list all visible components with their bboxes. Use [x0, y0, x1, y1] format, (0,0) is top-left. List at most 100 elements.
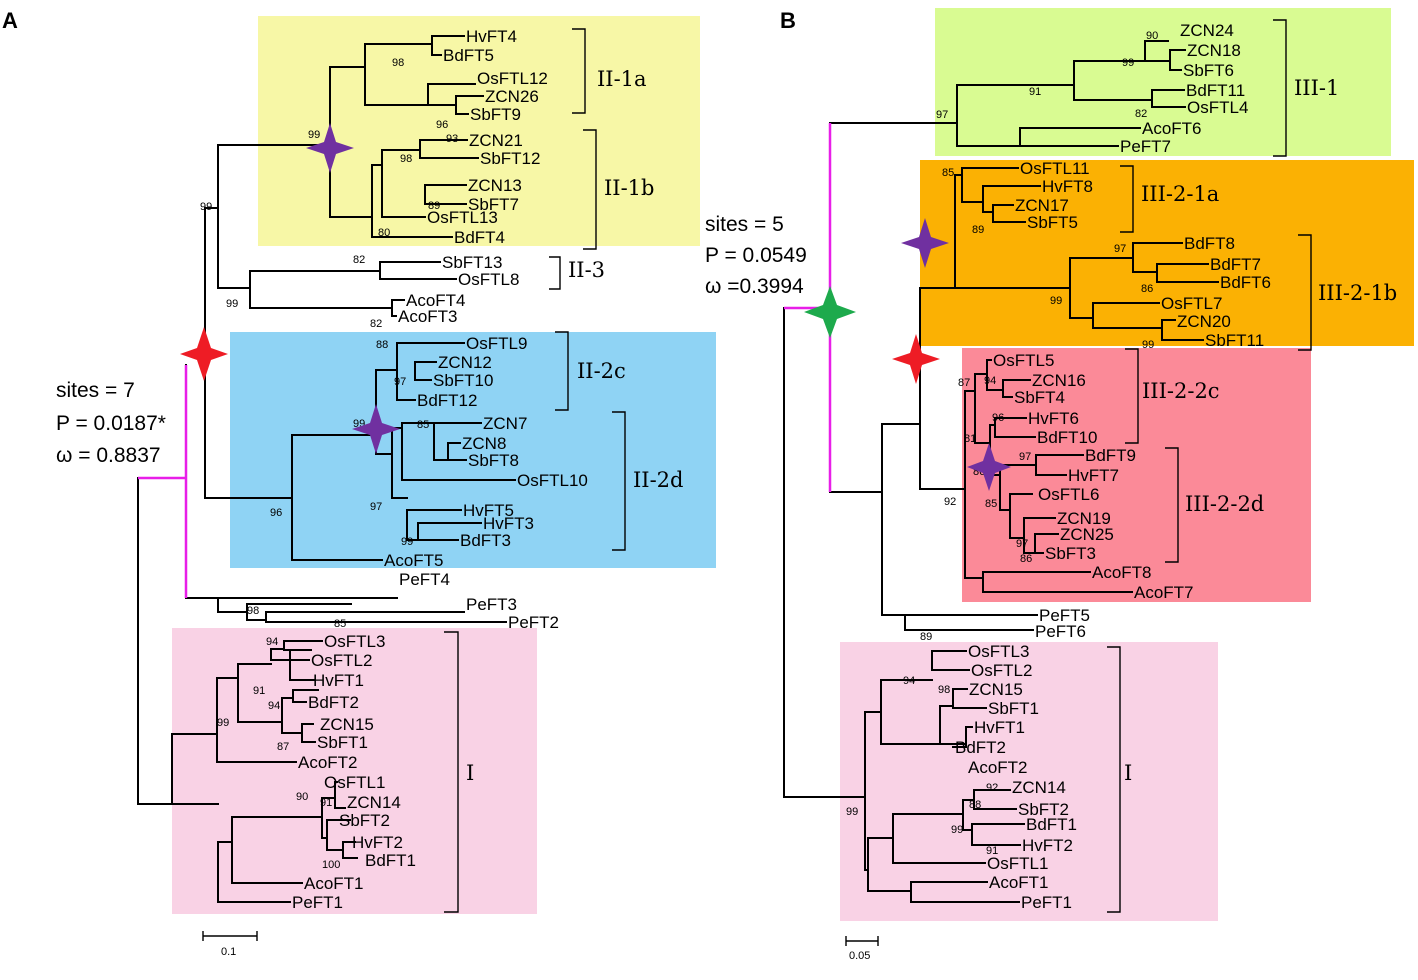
bootstrap-b-5: 85: [942, 167, 954, 179]
bootstrap-a-11: 88: [376, 339, 388, 351]
bootstrap-a-12: 97: [394, 376, 406, 388]
bootstrap-a-6: 80: [378, 227, 390, 239]
leaf-a-21: SbFT8: [468, 451, 519, 470]
leaf-b-11: BdFT8: [1184, 234, 1235, 253]
leaf-b-14: OsFTL7: [1161, 294, 1222, 313]
stat-sites-b: sites = 5: [705, 213, 784, 236]
purple-star-a2: [352, 404, 400, 454]
stat-omega-b: ω =0.3994: [705, 275, 804, 298]
clade-label-ii-1b: II-1b: [604, 176, 655, 200]
bootstrap-b-22: 94: [903, 675, 915, 687]
leaf-a-27: PeFT4: [399, 570, 450, 589]
leaf-b-17: OsFTL5: [993, 351, 1054, 370]
bootstrap-b-23: 98: [938, 684, 950, 696]
scale-label-a: 0.1: [221, 946, 236, 958]
leaf-b-27: SbFT3: [1045, 544, 1096, 563]
leaf-b-38: AcoFT2: [968, 758, 1028, 777]
leaf-b-36: HvFT1: [974, 718, 1025, 737]
leaf-a-10: BdFT4: [454, 228, 505, 247]
leaf-b-40: SbFT2: [1018, 800, 1069, 819]
bootstrap-b-2: 82: [1135, 108, 1147, 120]
bootstrap-b-13: 96: [992, 412, 1004, 424]
leaf-a-31: OsFTL2: [311, 651, 372, 670]
tree-branches-a: [137, 35, 516, 903]
bootstrap-b-19: 86: [1020, 553, 1032, 565]
leaf-a-38: ZCN14: [347, 793, 401, 812]
leaf-a-25: BdFT3: [460, 531, 511, 550]
bootstrap-a-18: 98: [247, 605, 259, 617]
bootstrap-a-24: 99: [217, 717, 229, 729]
purple-star-a1: [306, 123, 354, 173]
bootstrap-values-a: 98 96 99 98 93 89 80 99 82 99 82 88 97 9…: [200, 57, 458, 871]
leaf-a-16: ZCN12: [438, 353, 492, 372]
leaf-a-29: PeFT2: [508, 613, 559, 632]
bootstrap-a-3: 98: [400, 153, 412, 165]
bootstrap-a-23: 87: [277, 741, 289, 753]
leaf-b-18: ZCN16: [1032, 371, 1086, 390]
bootstrap-b-27: 91: [986, 845, 998, 857]
leaf-a-3: ZCN26: [485, 87, 539, 106]
leaf-b-41: BdFT1: [1026, 815, 1077, 834]
leaf-a-23: HvFT5: [463, 501, 514, 520]
bootstrap-a-17: 96: [270, 507, 282, 519]
leaf-b-31: PeFT6: [1035, 622, 1086, 641]
stat-sites-a: sites = 7: [56, 379, 135, 402]
leaf-b-43: OsFTL1: [987, 854, 1048, 873]
clade-label-i-a: I: [466, 761, 474, 785]
bootstrap-b-26: 99: [951, 824, 963, 836]
bootstrap-b-11: 87: [958, 377, 970, 389]
leaf-a-33: BdFT2: [308, 693, 359, 712]
bootstrap-a-14: 85: [417, 419, 429, 431]
green-star-b: [804, 286, 856, 338]
scale-label-b: 0.05: [849, 950, 870, 962]
leaf-a-26: AcoFT5: [384, 551, 444, 570]
leaf-a-12: OsFTL8: [458, 270, 519, 289]
clade-label-ii-2d: II-2d: [633, 468, 684, 492]
leaf-a-39: SbFT2: [339, 811, 390, 830]
leaf-a-36: AcoFT2: [298, 753, 358, 772]
bootstrap-a-2: 99: [308, 129, 320, 141]
bootstrap-b-15: 97: [1019, 451, 1031, 463]
leaf-b-7: OsFTL11: [1020, 159, 1090, 178]
leaf-a-2: OsFTL12: [477, 69, 548, 88]
clade-box-i-b: [840, 642, 1218, 921]
clade-box-iii-2-2: [962, 348, 1311, 602]
clade-label-iii-2-2d: III-2-2d: [1185, 492, 1264, 516]
leaf-a-28: PeFT3: [466, 595, 517, 614]
bootstrap-a-16: 99: [401, 536, 413, 548]
scale-bar-b: [845, 936, 879, 946]
leaf-labels-b: ZCN24 ZCN18 SbFT6 BdFT11 OsFTL4 AcoFT6 P…: [955, 21, 1271, 912]
leaf-a-15: OsFTL9: [466, 334, 527, 353]
leaf-a-20: ZCN8: [462, 434, 506, 453]
bootstrap-b-12: 94: [984, 375, 996, 387]
leaf-b-5: AcoFT6: [1142, 119, 1202, 138]
leaf-a-43: PeFT1: [292, 893, 343, 912]
leaf-a-30: OsFTL3: [324, 632, 385, 651]
leaf-a-42: AcoFT1: [304, 874, 364, 893]
bootstrap-a-0: 98: [392, 57, 404, 69]
panel-label-b: B: [780, 8, 796, 33]
leaf-a-35: SbFT1: [317, 733, 368, 752]
bootstrap-b-4: 97: [936, 109, 948, 121]
leaf-b-22: BdFT9: [1085, 446, 1136, 465]
bootstrap-a-7: 99: [200, 201, 212, 213]
tree-branches-b: [783, 40, 1219, 903]
leaf-b-37: BdFT2: [955, 738, 1006, 757]
clade-label-ii-3: II-3: [568, 258, 605, 282]
leaf-a-1: BdFT5: [443, 46, 494, 65]
leaf-a-9: OsFTL13: [427, 208, 498, 227]
bootstrap-b-3: 91: [1029, 86, 1041, 98]
leaf-a-4: SbFT9: [470, 105, 521, 124]
clade-box-ii-2: [230, 332, 716, 568]
purple-star-b1: [901, 218, 949, 268]
bootstrap-a-9: 99: [226, 298, 238, 310]
clade-label-i-b: I: [1124, 761, 1132, 785]
bootstrap-b-9: 99: [1050, 295, 1062, 307]
red-star-b: [892, 334, 940, 384]
bootstrap-values-b: 90 99 82 91 97 85 89 97 86 99 99 87 94 9…: [846, 30, 1158, 857]
leaf-a-6: SbFT12: [480, 149, 540, 168]
bootstrap-b-0: 90: [1146, 30, 1158, 42]
leaf-b-26: ZCN25: [1060, 525, 1114, 544]
bootstrap-a-20: 94: [266, 636, 278, 648]
